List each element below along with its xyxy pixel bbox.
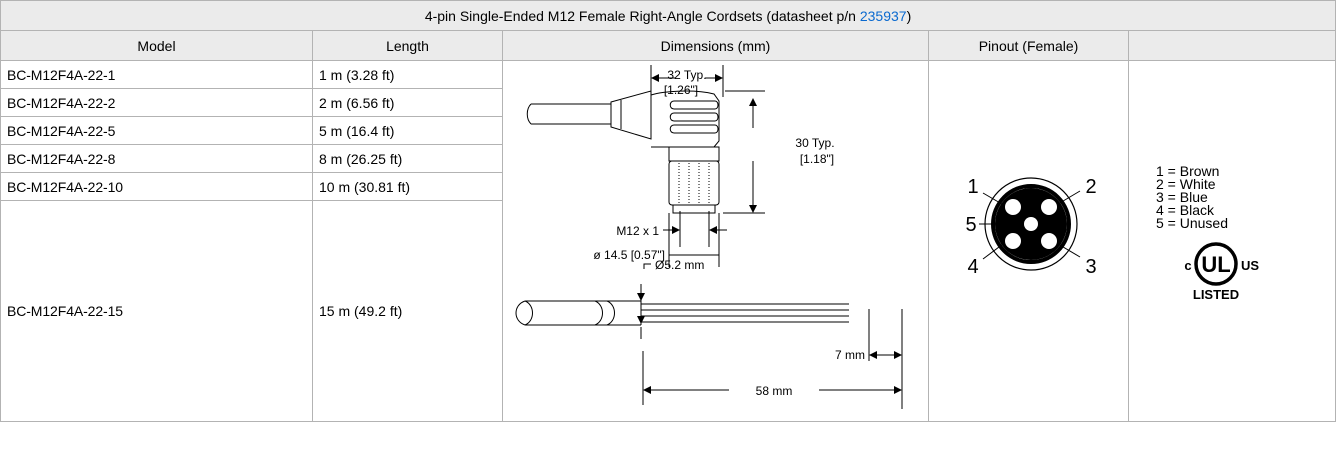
pin-2-label: 2 xyxy=(1085,176,1096,198)
pin-1-socket xyxy=(1005,199,1021,215)
title-suffix: ) xyxy=(906,7,912,24)
model-cell: BC-M12F4A-22-5 xyxy=(0,116,313,145)
dim-height-label: 30 Typ. xyxy=(795,136,834,150)
table-row: BC-M12F4A-22-8 8 m (26.25 ft) xyxy=(0,144,1336,173)
list-item: 4 = Black xyxy=(1156,202,1214,218)
column-header-dimensions: Dimensions (mm) xyxy=(502,30,929,61)
dim-width-label: 32 Typ. xyxy=(667,68,706,82)
length-cell: 5 m (16.4 ft) xyxy=(312,116,503,145)
pin-2-socket xyxy=(1041,199,1057,215)
ul-c-text: c xyxy=(1184,258,1191,273)
table-row: BC-M12F4A-22-1 1 m (3.28 ft) xyxy=(0,60,1337,422)
pin-4-socket xyxy=(1005,233,1021,249)
dim-lead-length-label: 58 mm xyxy=(756,384,793,398)
wire-color-cell: 1 = Brown 2 = White 3 = Blue 4 = Black 5… xyxy=(1127,60,1337,422)
model-cell: BC-M12F4A-22-1 xyxy=(0,60,313,89)
dim-thread-label: M12 x 1 xyxy=(616,224,659,238)
model-cell: BC-M12F4A-22-8 xyxy=(0,144,313,173)
ul-us-text: US xyxy=(1241,258,1259,273)
dim-cable-diameter-label: Ø5.2 mm xyxy=(655,258,704,272)
pin-1-label: 1 xyxy=(967,176,978,198)
model-cell: BC-M12F4A-22-15 xyxy=(0,200,313,422)
cordset-spec-table: 4-pin Single-Ended M12 Female Right-Angl… xyxy=(0,0,1337,422)
table-row: BC-M12F4A-22-15 15 m (49.2 ft) xyxy=(0,200,1336,422)
ul-text: UL xyxy=(1201,252,1230,277)
length-cell: 15 m (49.2 ft) xyxy=(312,200,503,422)
title-row: 4-pin Single-Ended M12 Female Right-Angl… xyxy=(0,0,1337,31)
dimensions-cell: 32 Typ. [1.26"] 30 Typ. [1.18"] M12 x 1 … xyxy=(502,60,929,422)
table-title: 4-pin Single-Ended M12 Female Right-Angl… xyxy=(0,0,1337,31)
dimension-drawing: 32 Typ. [1.26"] 30 Typ. [1.18"] M12 x 1 … xyxy=(515,65,903,409)
title-text: 4-pin Single-Ended M12 Female Right-Angl… xyxy=(424,7,860,24)
ul-listed-text: LISTED xyxy=(1193,287,1239,302)
pin-5-socket xyxy=(1024,217,1038,231)
column-header-pinout: Pinout (Female) xyxy=(928,30,1129,61)
pinout-cell: 1 2 3 4 5 xyxy=(928,60,1129,422)
datasheet-link[interactable]: 235937 xyxy=(859,7,907,24)
length-cell: 2 m (6.56 ft) xyxy=(312,88,503,117)
dim-strip-length-label: 7 mm xyxy=(835,348,865,362)
list-item: 2 = White xyxy=(1156,176,1216,192)
table-row: BC-M12F4A-22-10 10 m (30.81 ft) xyxy=(0,172,1336,201)
ul-listed-logo: UL c US LISTED xyxy=(1184,242,1259,302)
header-row: Model Length Dimensions (mm) Pinout (Fem… xyxy=(0,30,1337,61)
pin-4-label: 4 xyxy=(967,256,978,278)
list-item: 5 = Unused xyxy=(1156,215,1228,231)
model-cell: BC-M12F4A-22-10 xyxy=(0,172,313,201)
model-cell: BC-M12F4A-22-2 xyxy=(0,88,313,117)
pinout-diagram: 1 2 3 4 5 xyxy=(965,176,1096,278)
dim-diameter-label: ø 14.5 [0.57"] xyxy=(593,248,665,262)
pin-5-label: 5 xyxy=(965,214,976,236)
length-cell: 1 m (3.28 ft) xyxy=(312,60,503,89)
list-item: 3 = Blue xyxy=(1156,189,1208,205)
dim-height-inch-label: [1.18"] xyxy=(800,152,834,166)
table-row: BC-M12F4A-22-5 5 m (16.4 ft) xyxy=(0,116,1336,145)
column-header-length: Length xyxy=(312,30,503,61)
column-header-blank xyxy=(1127,30,1337,61)
pin-3-socket xyxy=(1041,233,1057,249)
column-header-model: Model xyxy=(0,30,313,61)
wire-color-list: 1 = Brown 2 = White 3 = Blue 4 = Black 5… xyxy=(1156,163,1228,231)
list-item: 1 = Brown xyxy=(1156,163,1220,179)
dim-width-inch-label: [1.26"] xyxy=(664,83,698,97)
length-cell: 8 m (26.25 ft) xyxy=(312,144,503,173)
pin-3-label: 3 xyxy=(1085,256,1096,278)
table-row: BC-M12F4A-22-2 2 m (6.56 ft) xyxy=(0,88,1336,117)
length-cell: 10 m (30.81 ft) xyxy=(312,172,503,201)
